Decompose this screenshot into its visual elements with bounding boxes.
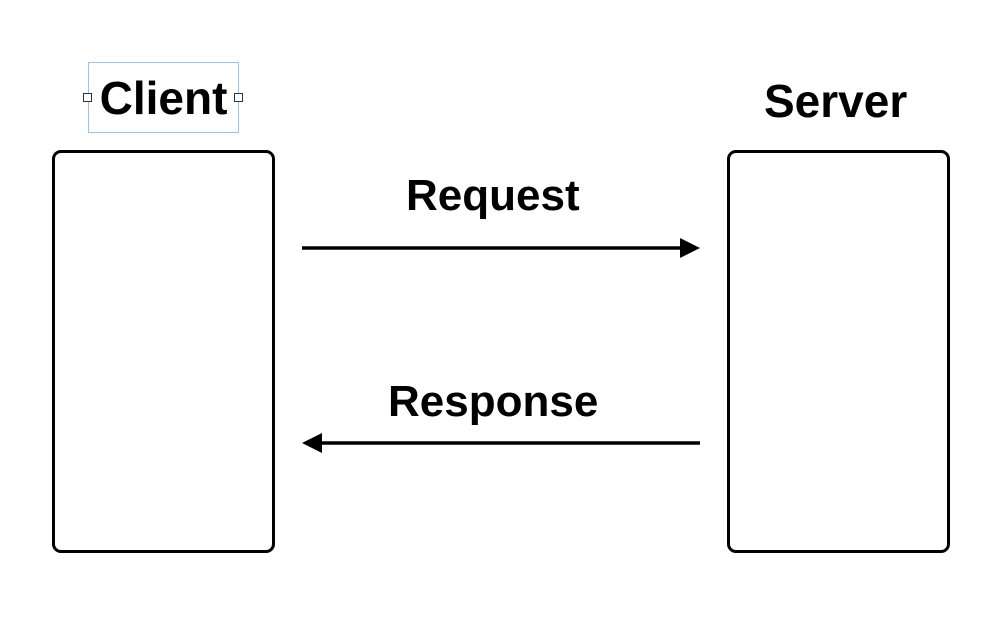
request-arrowhead-icon <box>680 238 700 258</box>
server-label[interactable]: Server <box>764 75 908 127</box>
resize-handle-left[interactable] <box>83 93 92 102</box>
response-arrow[interactable] <box>302 433 700 453</box>
request-label[interactable]: Request <box>406 171 580 220</box>
response-arrowhead-icon <box>302 433 322 453</box>
response-label[interactable]: Response <box>388 377 599 426</box>
request-arrow[interactable] <box>302 238 700 258</box>
client-label[interactable]: Client <box>99 71 228 124</box>
client-node[interactable] <box>52 150 275 553</box>
resize-handle-right[interactable] <box>234 93 243 102</box>
server-node[interactable] <box>727 150 950 553</box>
